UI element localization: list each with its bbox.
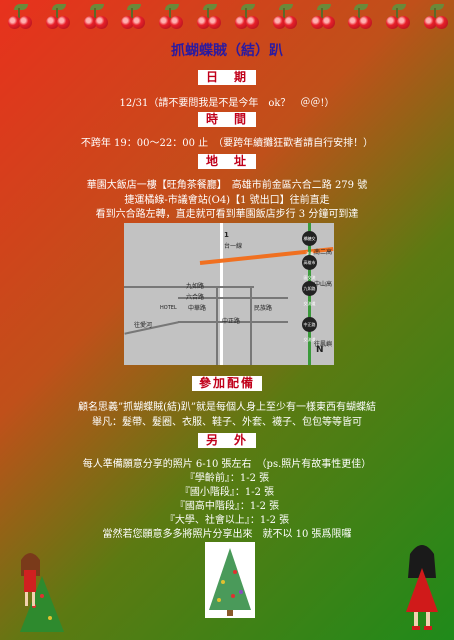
address-line: 捷運橘線-市議會站(O4)【1 號出口】往前直走 — [124, 195, 330, 206]
extra-line: 『國小階段』：1-2 張 — [179, 487, 275, 498]
extra-line: 『學齡前』：1-2 張 — [184, 473, 270, 484]
extra-heading: 另 外 — [198, 433, 256, 448]
cherry-icon — [42, 4, 72, 32]
christmas-tree-photo — [205, 542, 255, 618]
cherry-icon — [155, 4, 185, 32]
cherry-icon — [420, 4, 450, 32]
map-station: 中正路交流道 — [302, 317, 317, 342]
extra-line: 當然若您願意多多將照片分享出來 就不以 10 張爲限囉 — [102, 529, 352, 540]
page-title: 抓蝴蝶賊（結）趴 — [171, 43, 283, 59]
cherry-icon — [4, 4, 34, 32]
time-text: 不跨年 19：00～22：00 止 （要跨年續攤狂歡者請自行安排！） — [80, 138, 374, 149]
map-road — [216, 286, 218, 365]
address-line: 看到六合路左轉，直走就可看到華園飯店步行 3 分鐘可到達 — [95, 209, 359, 220]
map-road — [220, 223, 223, 365]
map-label: 往鳳嶼 — [314, 341, 333, 348]
map-station-top: 橋糖交流道 — [302, 231, 317, 256]
map-label: 民族路 — [254, 305, 273, 312]
map-label: 九如路 — [186, 283, 205, 290]
map-label: 台一線 — [224, 243, 243, 250]
address-line: 華園大飯店一樓【旺角茶餐廳】 高雄市前金區六合二路 279 號 — [86, 180, 368, 191]
dress-line: 顧名思義”抓蝴蝶賊(結)趴”就是每個人身上至少有一樣東西有蝴蝶結 — [77, 402, 377, 413]
map-road — [250, 286, 252, 365]
map-road — [178, 321, 288, 323]
cherry-icon — [193, 4, 223, 32]
date-heading: 日 期 — [198, 70, 256, 85]
address-heading: 地 址 — [198, 154, 256, 169]
date-text: 12/31（請不要問我是不是今年 ok？ ＠＠!） — [119, 98, 335, 109]
map-label: 中正路 — [222, 318, 241, 325]
cherry-icon — [307, 4, 337, 32]
extra-line: 每人準備願意分享的照片 6-10 張左右 （ps.照片有故事性更佳） — [82, 459, 372, 470]
christmas-tree-icon — [209, 548, 251, 616]
map-station: 九如路交流道 — [302, 281, 317, 306]
cherry-border — [4, 4, 450, 34]
cherry-icon — [344, 4, 374, 32]
cherry-icon — [80, 4, 110, 32]
highway-shield: 1 — [224, 231, 229, 239]
map-label: 南二高 — [314, 249, 333, 256]
dress-heading: 參加配備 — [192, 376, 262, 391]
time-heading: 時 間 — [198, 112, 256, 127]
map-label: 中華路 — [188, 305, 207, 312]
cherry-icon — [382, 4, 412, 32]
location-map: 橋糖交流道 高雄市區交流道 九如路交流道 中正路交流道 台一線 南二高 九如路 … — [124, 223, 334, 365]
map-road — [124, 286, 254, 288]
map-label: 六合路 — [186, 294, 205, 301]
girl-with-tree-icon — [20, 553, 64, 632]
cherry-icon — [117, 4, 147, 32]
north-indicator: N — [316, 345, 324, 355]
extra-line: 『大學、社會以上』：1-2 張 — [164, 515, 290, 526]
map-label: 中山高 — [314, 281, 333, 288]
map-label: 往愛河 — [134, 322, 153, 329]
dress-line: 舉凡：髮帶、髮圈、衣服、鞋子、外套、襪子、包包等等皆可 — [92, 417, 362, 428]
girl-in-red-icon — [406, 545, 438, 630]
map-road — [178, 297, 288, 299]
extra-line: 『國高中階段』：1-2 張 — [174, 501, 280, 512]
cherry-icon — [231, 4, 261, 32]
hotel-label: HOTEL — [160, 305, 177, 311]
map-station: 高雄市區交流道 — [302, 255, 317, 295]
cherry-icon — [269, 4, 299, 32]
